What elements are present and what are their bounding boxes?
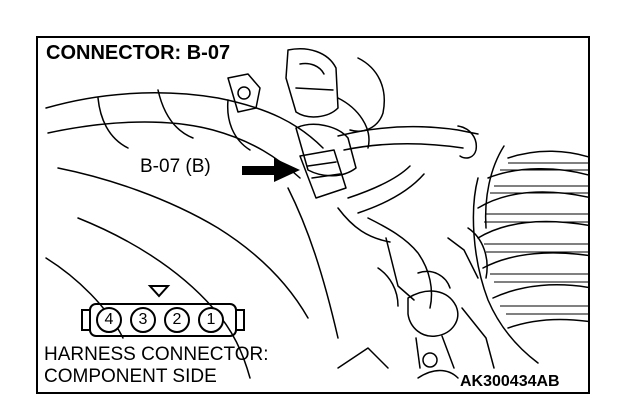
hose-end [457, 125, 478, 159]
hose [357, 173, 425, 214]
air-duct [507, 150, 588, 159]
connector-face-outline [81, 303, 245, 337]
bolt [422, 352, 438, 368]
hose [337, 125, 479, 137]
callout-arrow [242, 158, 300, 182]
manifold-lower [287, 187, 339, 339]
valve [407, 290, 459, 337]
connector-b07-housing [299, 149, 347, 199]
engine-bay-illustration [45, 48, 588, 379]
connector-pin: 1 [198, 307, 224, 333]
caption-line-1: HARNESS CONNECTOR: [44, 344, 269, 365]
connector-pin: 3 [130, 307, 156, 333]
figure-id: AK300434AB [460, 373, 560, 390]
manifold-runner [226, 99, 251, 151]
hose [343, 142, 464, 151]
throttle-body [285, 48, 339, 118]
bracket [227, 73, 261, 113]
manifold-lower [57, 167, 309, 319]
diagram-frame: CONNECTOR: B-07 B-07 (B) 4 3 2 1 HARNESS… [36, 36, 590, 394]
bracket-lower [337, 207, 391, 243]
callout-label: B-07 (B) [140, 156, 211, 177]
manifold-runner [47, 121, 301, 179]
caption-line-2: COMPONENT SIDE [44, 366, 217, 387]
orientation-triangle-icon [147, 285, 171, 298]
connector-pin: 4 [96, 307, 122, 333]
manifold-runner [157, 89, 194, 139]
manifold-lower [77, 217, 251, 379]
bolt [237, 86, 251, 100]
connector-title: CONNECTOR: B-07 [46, 42, 235, 65]
manifold-outline [45, 92, 324, 149]
hose [347, 165, 411, 199]
manifold-runner [97, 97, 129, 149]
connector-pin: 2 [164, 307, 190, 333]
sensor-body [295, 123, 357, 177]
